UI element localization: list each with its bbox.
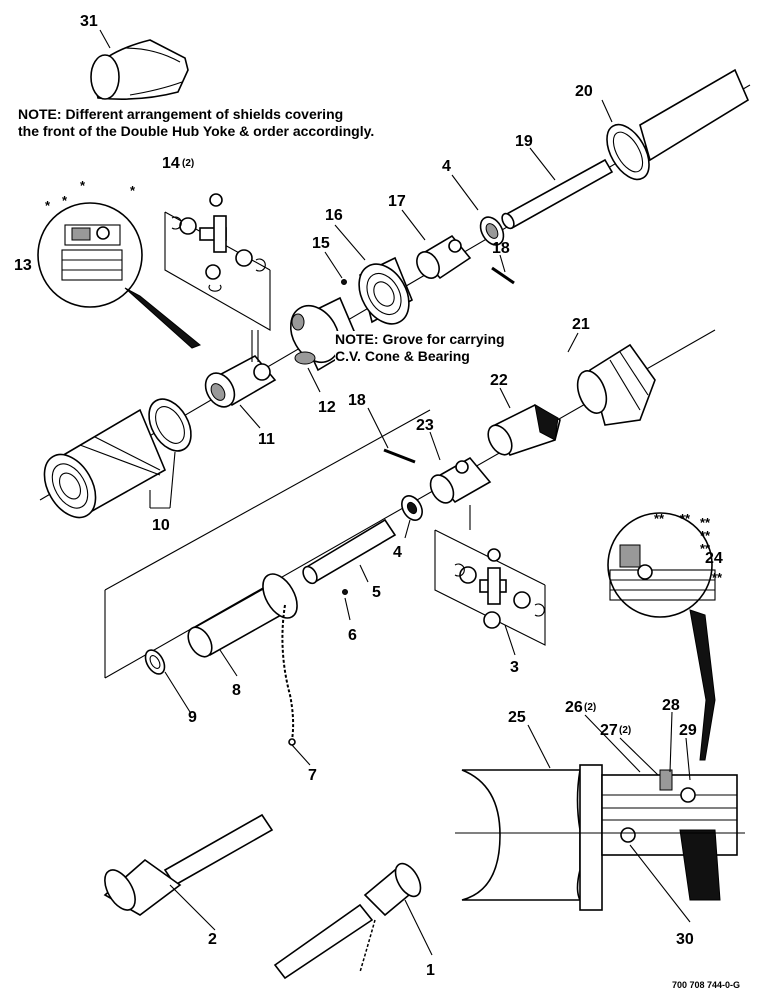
callout-20: 20 bbox=[575, 83, 593, 100]
stub-shaft-2 bbox=[103, 813, 274, 916]
callout-1: 1 bbox=[426, 962, 435, 979]
single-star-mark: * bbox=[80, 178, 86, 193]
callout-4-lower: 4 bbox=[393, 544, 402, 561]
double-star-mark: ** bbox=[700, 541, 711, 556]
double-star-mark: ** bbox=[654, 511, 665, 526]
callout-9: 9 bbox=[188, 709, 197, 726]
cv-assembly-section bbox=[455, 764, 745, 911]
callout-14-qty: (2) bbox=[182, 158, 194, 169]
callout-26: 26 bbox=[565, 699, 583, 716]
callout-28: 28 bbox=[662, 697, 680, 714]
callout-31: 31 bbox=[80, 13, 98, 30]
grease-fitting-6 bbox=[342, 589, 348, 595]
callout-16: 16 bbox=[325, 207, 343, 224]
cross-kit-box-14 bbox=[164, 193, 271, 362]
single-star-mark: * bbox=[62, 193, 68, 208]
callout-27-qty: (2) bbox=[619, 725, 631, 736]
callout-26-qty: (2) bbox=[584, 702, 596, 713]
inner-tube-19 bbox=[501, 158, 614, 230]
inner-tube-5 bbox=[302, 518, 397, 585]
callout-21: 21 bbox=[572, 316, 590, 333]
pin-18-upper bbox=[491, 266, 515, 285]
callout-17: 17 bbox=[388, 193, 406, 210]
drawing-reference-code: 700 708 744-0-G bbox=[672, 980, 741, 990]
cone-shield-21 bbox=[576, 343, 656, 426]
callout-23: 23 bbox=[416, 417, 434, 434]
callout-8: 8 bbox=[232, 682, 241, 699]
shield-note-line-2: the front of the Double Hub Yoke & order… bbox=[18, 123, 375, 139]
bearing-ring-10 bbox=[148, 398, 192, 452]
callout-3: 3 bbox=[510, 659, 519, 676]
yoke-23 bbox=[429, 456, 492, 504]
callout-10: 10 bbox=[152, 517, 170, 534]
asterisk-marks: * * * * ** ** ** ** ** ** bbox=[45, 178, 723, 585]
callout-18-lower: 18 bbox=[348, 392, 366, 409]
double-star-mark: ** bbox=[712, 570, 723, 585]
callout-18-upper: 18 bbox=[492, 240, 510, 257]
callout-labels: 31 20 19 14 (2) 4 17 16 15 18 13 21 22 1… bbox=[14, 13, 723, 979]
callout-24: 24 bbox=[705, 550, 723, 567]
double-star-mark: ** bbox=[700, 515, 711, 530]
callout-19: 19 bbox=[515, 133, 533, 150]
callout-25: 25 bbox=[508, 709, 526, 726]
groove-note-line-1: NOTE: Grove for carrying bbox=[335, 331, 505, 347]
callout-5: 5 bbox=[372, 584, 381, 601]
cv-yoke-22 bbox=[487, 404, 561, 456]
bearing-ring-4-upper bbox=[479, 216, 505, 246]
callout-11: 11 bbox=[258, 431, 275, 448]
outer-shield-10 bbox=[43, 408, 167, 519]
bearing-ring-4-lower bbox=[401, 495, 423, 521]
single-star-mark: * bbox=[45, 198, 51, 213]
callout-4-upper: 4 bbox=[442, 158, 451, 175]
shield-arrangement-note: NOTE: Different arrangement of shields c… bbox=[18, 106, 374, 140]
callout-12: 12 bbox=[318, 399, 336, 416]
pin-18-lower bbox=[383, 448, 416, 464]
callout-2: 2 bbox=[208, 931, 217, 948]
outer-shield-tube-8 bbox=[187, 573, 298, 658]
yoke-17 bbox=[416, 234, 472, 280]
single-star-mark: * bbox=[130, 183, 136, 198]
outer-shield-tube-20 bbox=[606, 68, 750, 181]
stub-shaft-1 bbox=[273, 862, 422, 980]
callout-13: 13 bbox=[14, 257, 32, 274]
grease-fitting-15 bbox=[341, 279, 347, 285]
callout-15: 15 bbox=[312, 235, 330, 252]
callout-14: 14 bbox=[162, 155, 180, 172]
leader-lines bbox=[99, 29, 691, 956]
double-star-mark: ** bbox=[700, 528, 711, 543]
groove-note-line-2: C.V. Cone & Bearing bbox=[335, 348, 470, 364]
shield-cone-31 bbox=[90, 39, 189, 100]
detail-circle-24 bbox=[607, 512, 716, 761]
callout-6: 6 bbox=[348, 627, 357, 644]
callout-7: 7 bbox=[308, 767, 317, 784]
yoke-11 bbox=[204, 354, 277, 408]
callout-27: 27 bbox=[600, 722, 618, 739]
safety-chain-7 bbox=[281, 604, 296, 746]
groove-note: NOTE: Grove for carrying C.V. Cone & Bea… bbox=[335, 331, 505, 365]
shield-note-line-1: NOTE: Different arrangement of shields c… bbox=[18, 106, 344, 122]
detail-circle-13 bbox=[37, 202, 201, 349]
callout-22: 22 bbox=[490, 372, 508, 389]
callout-30: 30 bbox=[676, 931, 694, 948]
ring-9 bbox=[144, 649, 166, 675]
callout-29: 29 bbox=[679, 722, 697, 739]
cross-kit-box-3 bbox=[434, 505, 546, 646]
cone-16 bbox=[358, 256, 414, 325]
double-star-mark: ** bbox=[680, 511, 691, 526]
